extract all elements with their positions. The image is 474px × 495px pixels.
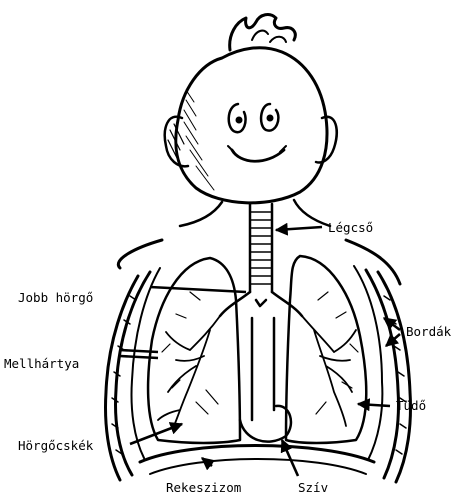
label-heart: Szív xyxy=(298,480,328,495)
label-trachea: Légcső xyxy=(328,220,373,235)
label-diaphragm: Rekeszizom xyxy=(166,480,241,495)
arrow-ribs-upper xyxy=(384,318,400,330)
arrow-pleura-1 xyxy=(120,350,158,352)
label-bronchioles: Hörgőcskék xyxy=(18,438,94,453)
label-lung: Tüdő xyxy=(396,398,426,413)
heart xyxy=(240,318,291,442)
label-ribs: Bordák xyxy=(406,324,452,339)
label-right-bronchus: Jobb hörgő xyxy=(18,290,93,305)
arrow-lung xyxy=(358,404,390,406)
arrow-pleura-2 xyxy=(120,356,158,358)
arrow-right-bronchus xyxy=(150,287,246,292)
label-pleura: Mellhártya xyxy=(4,356,79,371)
diaphragm xyxy=(140,446,374,475)
arrow-trachea xyxy=(276,227,322,230)
head xyxy=(165,15,337,203)
